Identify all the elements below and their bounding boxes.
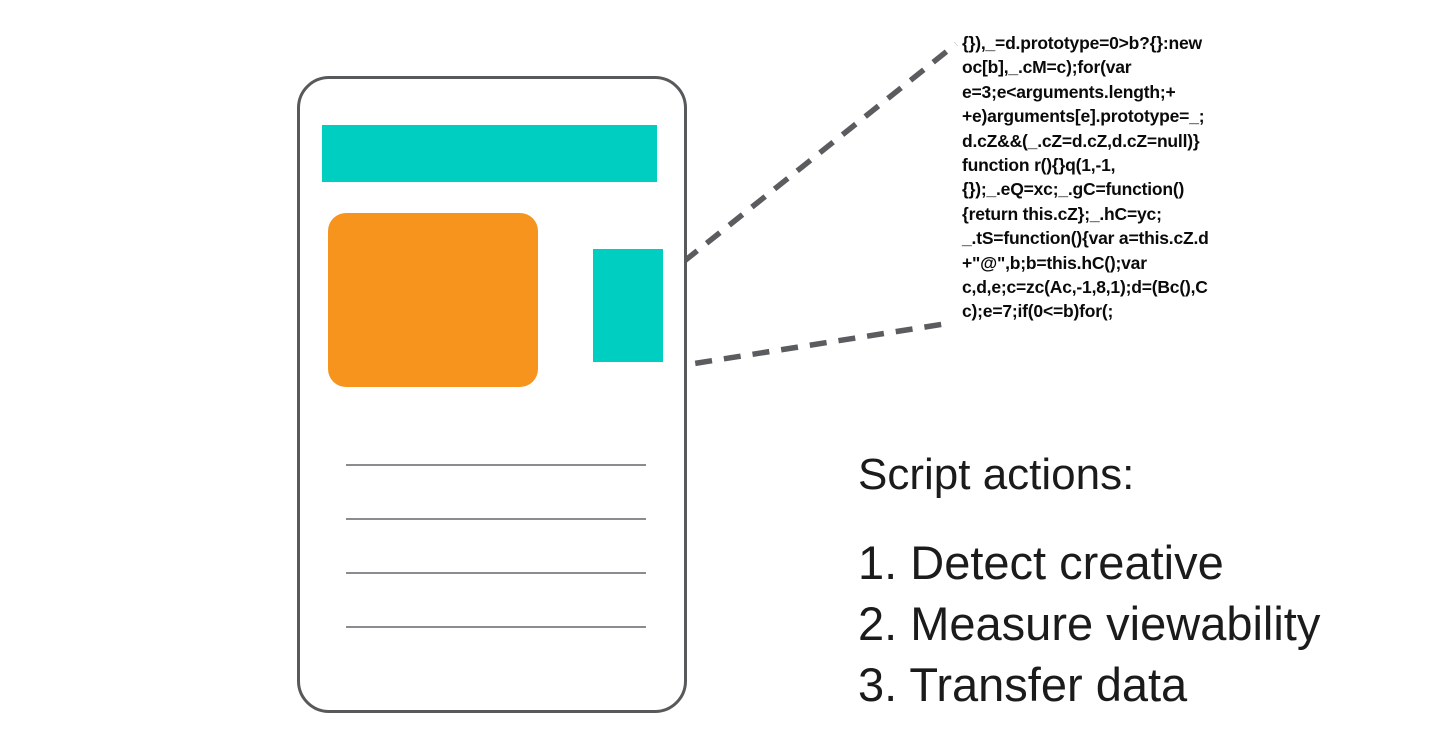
code-line: {});_.eQ=xc;_.gC=function() <box>962 179 1185 200</box>
script-action-item: 3. Transfer data <box>858 658 1188 711</box>
phone-mockup <box>297 76 687 713</box>
code-line: d.cZ&&(_.cZ=d.cZ,d.cZ=null)} <box>962 130 1200 151</box>
text-line-placeholder <box>346 464 646 466</box>
script-action-item: 1. Detect creative <box>858 536 1224 589</box>
script-action-item: 2. Measure viewability <box>858 597 1321 650</box>
text-line-placeholder <box>346 518 646 520</box>
code-line: c,d,e;c=zc(Ac,-1,8,1);d=(Bc(),C <box>962 277 1208 298</box>
page-text-placeholder-lines <box>346 464 646 628</box>
side-ad-placeholder <box>593 249 663 362</box>
banner-ad-placeholder <box>322 125 657 182</box>
script-actions-list: 1. Detect creative 2. Measure viewability… <box>858 532 1320 715</box>
code-line: function r(){}q(1,-1, <box>962 155 1116 176</box>
code-line: e=3;e<arguments.length;+ <box>962 81 1176 102</box>
code-line: oc[b],_.cM=c);for(var <box>962 57 1132 78</box>
code-line: {return this.cZ};_.hC=yc; <box>962 203 1162 224</box>
code-line: +"@",b;b=this.hC();var <box>962 252 1147 273</box>
code-line: c);e=7;if(0<=b)for(; <box>962 301 1114 322</box>
script-code-snippet: {}),_=d.prototype=0>b?{}:new oc[b],_.cM=c… <box>962 31 1262 324</box>
text-line-placeholder <box>346 572 646 574</box>
text-line-placeholder <box>346 626 646 628</box>
ad-creative-placeholder <box>328 213 538 387</box>
code-line: +e)arguments[e].prototype=_; <box>962 106 1205 127</box>
script-actions-title: Script actions: <box>858 450 1135 499</box>
code-line: {}),_=d.prototype=0>b?{}:new <box>962 33 1202 53</box>
code-line: _.tS=function(){var a=this.cZ.d <box>962 228 1209 249</box>
